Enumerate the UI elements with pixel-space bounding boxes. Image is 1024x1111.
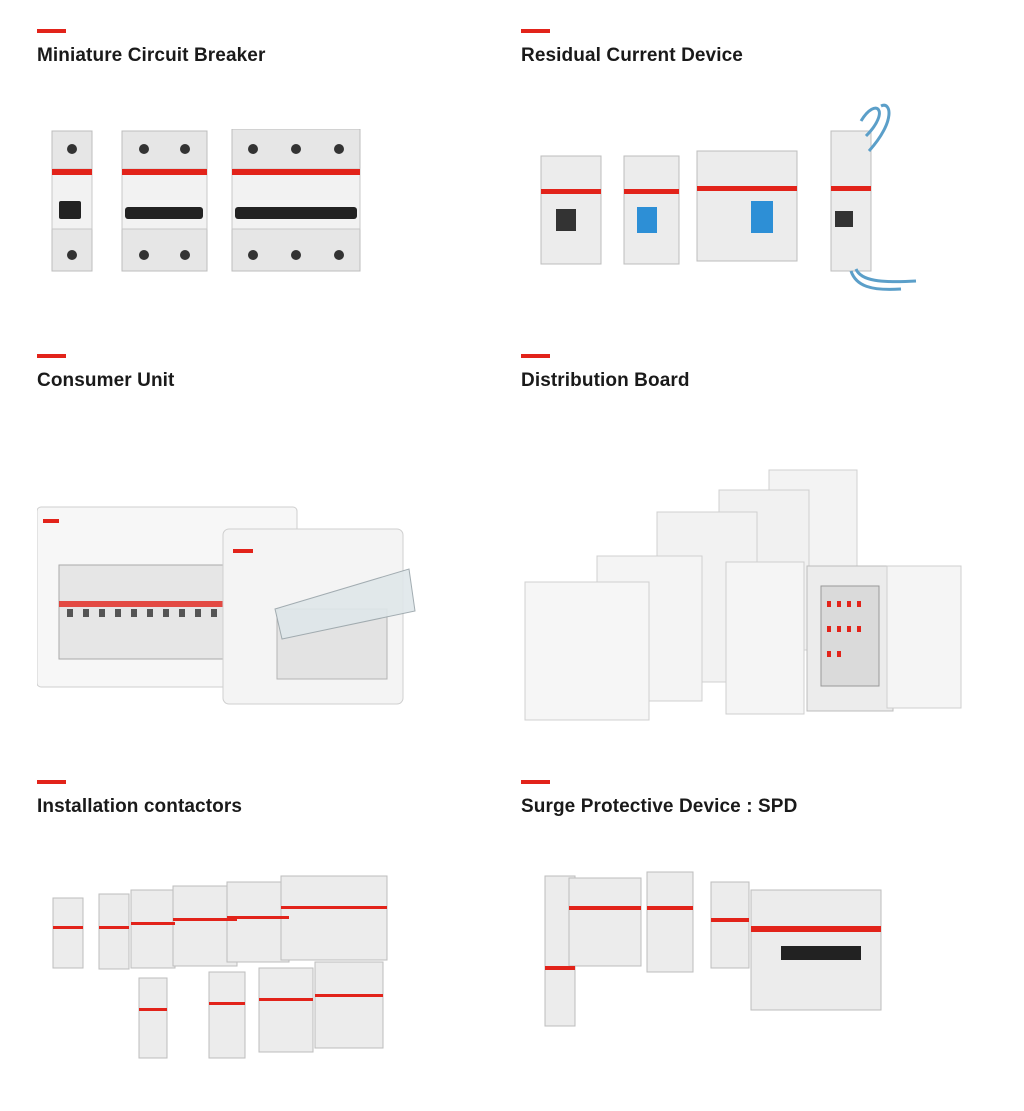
accent-bar (521, 780, 550, 784)
product-title: Residual Current Device (521, 45, 743, 66)
mcb-image[interactable] (37, 129, 367, 279)
product-card-distribution-board[interactable]: Distribution Board (521, 354, 981, 721)
product-card-consumer-unit[interactable]: Consumer Unit (37, 354, 497, 705)
product-title: Miniature Circuit Breaker (37, 45, 266, 66)
spd-image[interactable] (521, 866, 901, 1036)
product-title: Installation contactors (37, 796, 243, 817)
contactors-image[interactable] (37, 868, 397, 1073)
product-card-mcb[interactable]: Miniature Circuit Breaker (37, 29, 497, 272)
accent-bar (37, 354, 66, 358)
accent-bar (521, 29, 550, 33)
product-title: Surge Protective Device : SPD (521, 796, 798, 817)
consumer-unit-image[interactable] (37, 499, 417, 709)
product-card-rcd[interactable]: Residual Current Device (521, 29, 981, 291)
accent-bar (521, 354, 550, 358)
accent-bar (37, 780, 66, 784)
distribution-board-image[interactable] (521, 466, 971, 726)
product-title: Consumer Unit (37, 370, 175, 391)
rcd-image[interactable] (521, 101, 921, 301)
product-card-contactors[interactable]: Installation contactors (37, 780, 497, 1059)
product-card-spd[interactable]: Surge Protective Device : SPD (521, 780, 981, 1027)
accent-bar (37, 29, 66, 33)
product-title: Distribution Board (521, 370, 690, 391)
